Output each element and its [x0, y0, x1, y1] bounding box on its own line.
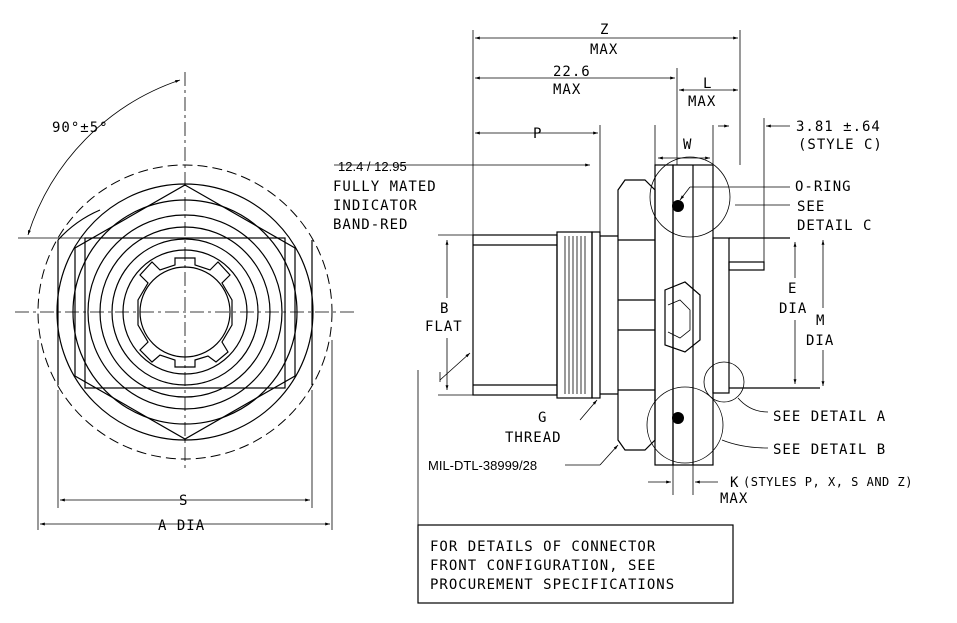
p-label: P — [533, 126, 542, 142]
ring-2 — [72, 199, 298, 425]
m-label: M — [816, 313, 825, 329]
w-label: W — [683, 137, 692, 153]
ring-7 — [139, 266, 231, 358]
mil-leader-d — [599, 444, 619, 466]
thread-section — [556, 231, 593, 399]
side-view: Z MAX 22.6 MAX L MAX P W 3.81 ±.64 (STYL… — [333, 22, 913, 604]
note-line-2: FRONT CONFIGURATION, SEE — [430, 558, 656, 574]
hex-nut — [74, 184, 296, 440]
see-b-leader — [721, 439, 769, 449]
e-dia-label: DIA — [779, 301, 807, 317]
contact-pin — [667, 299, 691, 339]
z-label: Z — [600, 22, 609, 38]
s-label: S — [179, 493, 188, 509]
dim-22-label: 22.6 — [553, 64, 591, 80]
style-c-label: (STYLE C) — [798, 137, 883, 153]
b-leader — [439, 352, 471, 381]
note-line-3: PROCUREMENT SPECIFICATIONS — [430, 577, 675, 593]
o-ring-leader-d — [679, 186, 691, 201]
indicator-line-3: INDICATOR — [333, 198, 418, 214]
b-flat-label: FLAT — [425, 319, 463, 335]
keyway-insert — [137, 257, 233, 368]
g-label: G — [538, 410, 547, 426]
thread-lines — [564, 236, 586, 394]
k-max-label: MAX — [720, 491, 748, 507]
angle-arc — [27, 79, 181, 236]
see-b-label: SEE DETAIL B — [773, 442, 886, 458]
m-dia-label: DIA — [806, 333, 834, 349]
detail-c-circle — [649, 156, 731, 238]
indicator-band — [591, 231, 601, 399]
flange-plate — [654, 164, 674, 466]
mil-label: MIL-DTL-38999/28 — [428, 458, 537, 473]
see-c-label-2: DETAIL C — [797, 218, 872, 234]
style-c-tail — [728, 261, 765, 271]
inner-square — [84, 237, 286, 389]
front-view: 90°±5° S A DIA — [15, 72, 358, 534]
l-label: L — [703, 76, 712, 92]
indicator-dim: 12.4 / 12.95 — [338, 159, 407, 174]
indicator-line-4: BAND-RED — [333, 217, 408, 233]
l-max: MAX — [688, 94, 716, 110]
ring-6 — [122, 249, 248, 375]
detail-b-circle — [646, 386, 724, 464]
detail-a-circle — [703, 361, 745, 403]
see-a-label: SEE DETAIL A — [773, 409, 886, 425]
contact-cavity — [664, 281, 701, 353]
k-styles-label: (STYLES P, X, S AND Z) — [743, 475, 913, 489]
angle-label: 90°±5° — [52, 120, 109, 136]
b-label: B — [440, 301, 449, 317]
indicator-line-2: FULLY MATED — [333, 179, 437, 195]
barrel-body — [472, 234, 558, 396]
g-thread-label: THREAD — [505, 430, 562, 446]
see-a-leader — [737, 397, 769, 413]
e-label: E — [788, 281, 797, 297]
see-c-label-1: SEE — [797, 199, 825, 215]
k-label: K — [730, 475, 739, 491]
z-max-label: MAX — [590, 42, 618, 58]
hex-nut-side — [617, 179, 656, 451]
dim-22-max: MAX — [553, 82, 581, 98]
style-c-dim: 3.81 ±.64 — [796, 119, 881, 135]
o-ring-top — [672, 200, 684, 212]
o-ring-label: O-RING — [795, 179, 852, 195]
a-dia-label: A DIA — [158, 518, 205, 534]
g-leader — [579, 399, 598, 421]
ring-1 — [56, 183, 314, 441]
ring-5 — [111, 238, 259, 386]
note-line-1: FOR DETAILS OF CONNECTOR — [430, 539, 656, 555]
ring-4 — [99, 226, 271, 398]
outer-dashed-circle — [37, 164, 333, 460]
ring-3 — [87, 214, 283, 410]
o-ring-bottom — [672, 412, 684, 424]
note-box — [417, 524, 734, 604]
rear-insert — [712, 237, 730, 394]
